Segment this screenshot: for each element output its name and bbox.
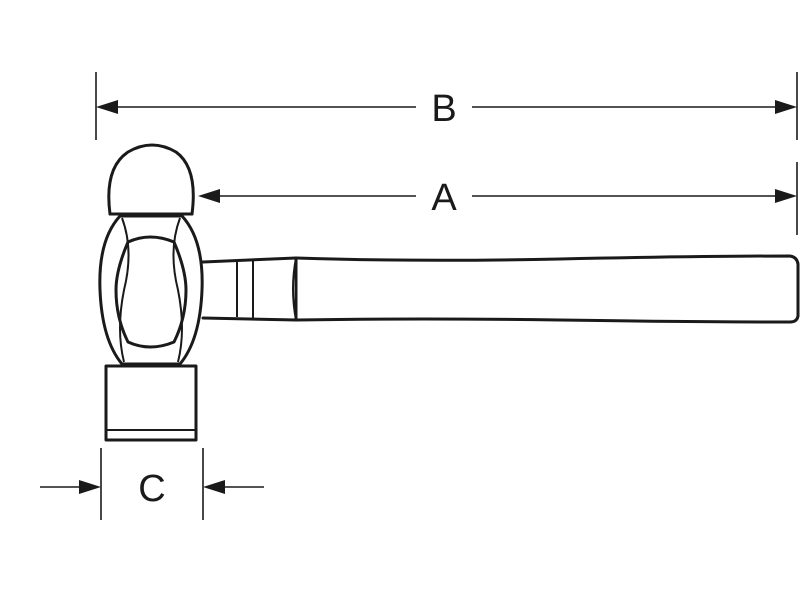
striking-face [104, 364, 198, 442]
handle-neck [201, 256, 298, 322]
head-left-cheek [119, 217, 130, 363]
dimension-c-label: C [138, 468, 165, 510]
dimension-a-label: A [431, 177, 457, 219]
head-right-cheek [172, 217, 183, 363]
dimension-a-right-arrow [775, 189, 797, 203]
head-eye-body [98, 214, 204, 366]
dimension-c-right-arrow [203, 480, 225, 494]
ball-peen [107, 143, 195, 216]
head-eye-opening [114, 235, 188, 349]
dimension-c-left-arrow [79, 480, 101, 494]
hammer-handle [201, 254, 800, 324]
dimension-a: A [198, 162, 798, 235]
dimension-a-left-arrow [198, 189, 220, 203]
dimension-b-left-arrow [96, 100, 118, 114]
dimension-b-right-arrow [775, 100, 797, 114]
handle-grip [294, 254, 800, 324]
dimension-c: C [40, 448, 264, 520]
hammer-head [98, 143, 204, 442]
dimension-b: B [95, 72, 798, 140]
handle-grip-taper [292, 257, 297, 321]
dimension-b-label: B [431, 88, 456, 130]
